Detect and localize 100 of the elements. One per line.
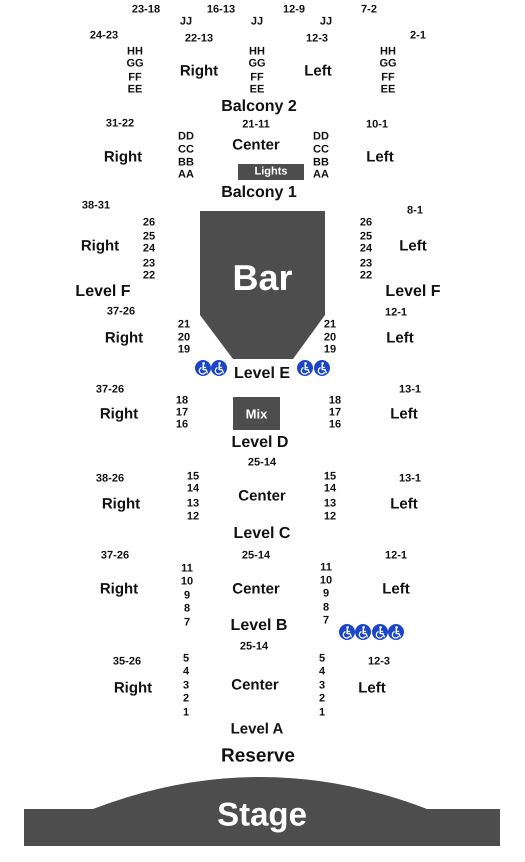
- row-label: CC: [178, 144, 194, 156]
- row-label: 14: [186, 484, 200, 494]
- section-label: Left: [382, 582, 410, 596]
- mix-booth: Mix: [233, 397, 280, 430]
- row-label: 12: [324, 512, 336, 522]
- row-label: 4: [318, 666, 326, 678]
- section-label: Center: [232, 138, 280, 152]
- row-label: 22: [142, 270, 156, 282]
- seat-range-label: 37-26: [100, 550, 130, 562]
- row-label: 25: [360, 232, 372, 242]
- row-label: 19: [178, 344, 190, 356]
- seat-range-label: 37-26: [106, 306, 136, 318]
- lights-box: Lights: [238, 164, 304, 180]
- row-label: 5: [318, 654, 326, 664]
- row-label: 11: [181, 564, 193, 574]
- row-label: 8: [322, 602, 330, 614]
- seat-range-label: 13-1: [398, 384, 422, 396]
- row-label: HH: [249, 46, 265, 58]
- section-label: Left: [399, 238, 427, 254]
- seat-range-label: 12-3: [306, 34, 328, 44]
- row-label: 26: [142, 218, 156, 228]
- level-label: Balcony 2: [221, 99, 297, 115]
- row-label: 20: [324, 332, 336, 344]
- section-label: Left: [304, 64, 332, 78]
- row-label: 1: [318, 708, 326, 718]
- seat-range-label: 25-14: [240, 642, 268, 652]
- row-label: 15: [186, 472, 200, 482]
- seat-range-label: 31-22: [106, 118, 134, 130]
- seat-range-label: 22-13: [184, 34, 214, 44]
- section-label: Right: [80, 238, 120, 254]
- row-label: 3: [182, 680, 190, 692]
- row-label: 12: [186, 512, 200, 522]
- row-label: 16: [176, 420, 188, 430]
- section-label: Right: [104, 150, 142, 164]
- row-label: 7: [322, 616, 330, 626]
- level-label: Level E: [234, 366, 290, 382]
- row-label: 9: [322, 588, 330, 600]
- seat-range-label: 10-1: [366, 120, 388, 130]
- row-label: AA: [313, 170, 329, 180]
- row-label: EE: [250, 84, 264, 96]
- section-label: Right: [180, 64, 218, 78]
- seat-range-label: 12-1: [384, 550, 408, 562]
- stage: Stage: [24, 777, 500, 846]
- seat-range-label: 2-1: [410, 30, 426, 42]
- seat-range-label: 16-13: [206, 4, 236, 16]
- row-label: JJ: [180, 16, 192, 28]
- row-label: JJ: [320, 16, 332, 28]
- row-label: AA: [178, 170, 194, 180]
- row-label: 5: [182, 654, 190, 664]
- seat-range-label: 8-1: [407, 206, 423, 216]
- row-label: 20: [178, 332, 190, 344]
- level-label: Level C: [234, 526, 290, 542]
- row-label: 19: [324, 344, 336, 356]
- row-label: 15: [324, 472, 336, 482]
- seat-range-label: 7-2: [361, 4, 377, 16]
- seat-range-label: 24-23: [90, 30, 118, 42]
- row-label: CC: [313, 144, 329, 156]
- row-label: FF: [128, 72, 142, 84]
- seat-range-label: 23-18: [132, 4, 160, 16]
- section-label: Right: [104, 330, 144, 346]
- area-label: Reserve: [221, 746, 295, 766]
- row-label: 10: [320, 576, 332, 586]
- row-label: GG: [248, 58, 266, 70]
- row-label: JJ: [250, 16, 264, 28]
- seat-range-label: 37-26: [96, 384, 124, 396]
- row-label: GG: [126, 58, 144, 70]
- section-label: Right: [100, 406, 138, 422]
- row-label: DD: [178, 132, 194, 142]
- row-label: 3: [318, 680, 326, 692]
- row-label: EE: [128, 84, 142, 96]
- seat-range-label: 38-26: [96, 474, 124, 484]
- row-label: DD: [313, 132, 329, 142]
- level-label: Level A: [230, 722, 284, 736]
- row-label: 17: [328, 408, 342, 418]
- row-label: GG: [379, 58, 397, 70]
- section-label: Left: [366, 150, 394, 164]
- row-label: 4: [182, 666, 190, 678]
- section-label: Center: [238, 488, 286, 504]
- row-label: 11: [320, 562, 332, 574]
- row-label: BB: [178, 158, 194, 168]
- row-label: 13: [324, 498, 336, 510]
- seat-range-label: 35-26: [112, 656, 142, 668]
- section-label: Left: [386, 330, 414, 346]
- row-label: 2: [318, 694, 326, 704]
- row-label: FF: [381, 72, 395, 84]
- row-label: 13: [186, 498, 200, 510]
- section-label: Right: [102, 496, 140, 512]
- row-label: 25: [142, 232, 156, 242]
- row-label: 7: [184, 618, 190, 628]
- seat-range-label: 12-1: [384, 308, 408, 318]
- section-label: Right: [114, 680, 152, 696]
- row-label: 23: [142, 258, 156, 270]
- bar-area: Bar: [200, 211, 325, 359]
- level-label: Level F: [385, 284, 441, 300]
- row-label: 26: [360, 218, 372, 228]
- row-label: 21: [178, 320, 190, 330]
- row-label: 22: [360, 270, 372, 282]
- row-label: 9: [184, 590, 190, 602]
- seat-range-label: 25-14: [248, 458, 276, 468]
- seat-range-label: 13-1: [398, 474, 422, 484]
